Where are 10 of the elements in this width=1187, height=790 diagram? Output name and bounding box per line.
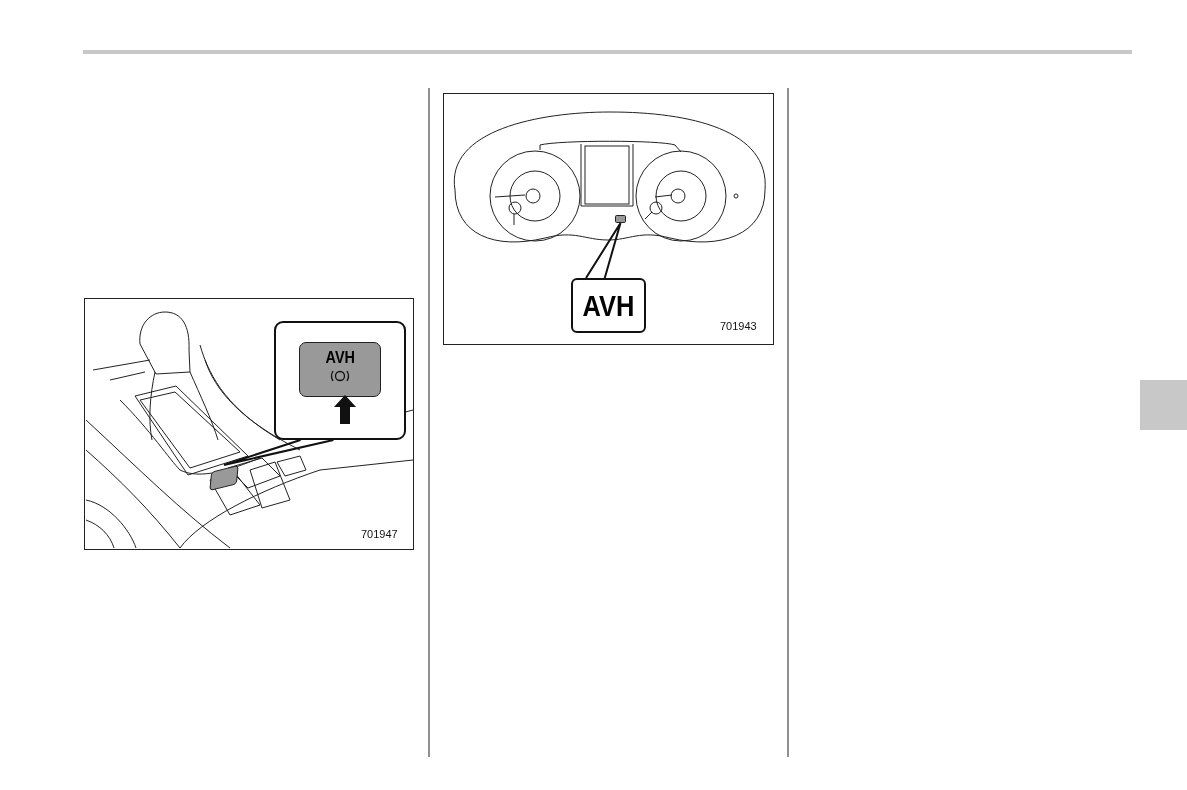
figure-number: 701943	[720, 320, 757, 332]
callout-label: AVH	[582, 290, 635, 321]
callout-bubble	[274, 321, 406, 440]
callout-box	[571, 278, 646, 333]
figure-number: 701947	[361, 528, 398, 540]
leader-line	[585, 222, 622, 279]
avh-button	[299, 342, 381, 397]
button-label: AVH	[325, 349, 355, 366]
avh-switch	[209, 465, 239, 491]
indicator-light	[615, 215, 626, 223]
